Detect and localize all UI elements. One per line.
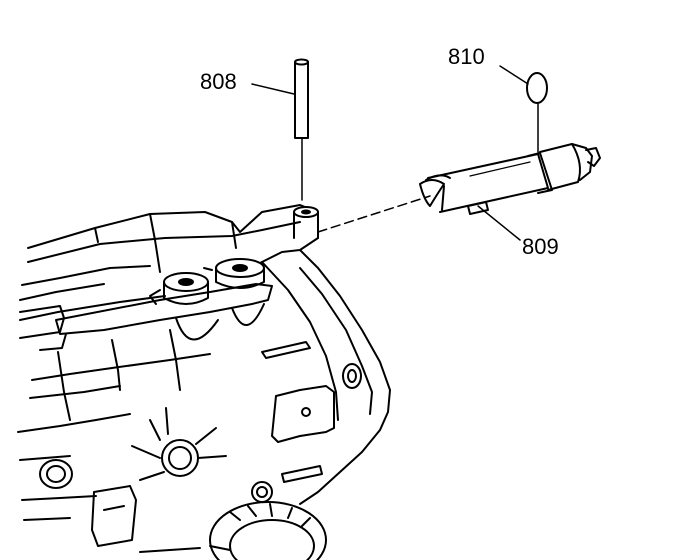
housing-top-boss-left: [149, 272, 209, 305]
transmission-housing: [17, 204, 391, 560]
part-809-shaft: [419, 143, 601, 215]
callout-808: 808: [200, 69, 237, 94]
callout-810: 810: [448, 44, 485, 69]
alignment-dashed-line: [317, 195, 431, 233]
leader-line-810: [499, 65, 529, 85]
center-boss: [131, 407, 227, 481]
part-808-pin: [294, 58, 309, 201]
leader-line-809: [477, 205, 521, 241]
callout-809: 809: [522, 234, 559, 259]
leader-line-808: [251, 83, 295, 95]
housing-top-boss-right: [203, 258, 265, 289]
part-810-o-ring: [526, 72, 548, 104]
pin-bore-boss: [293, 206, 319, 239]
